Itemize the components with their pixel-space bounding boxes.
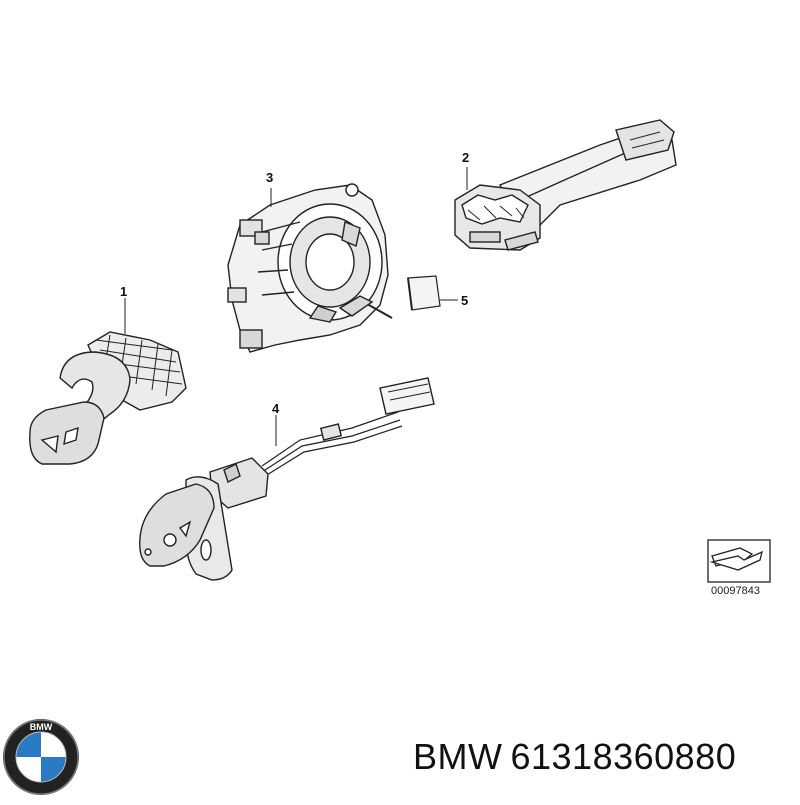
- caption-brand: BMW: [413, 736, 503, 777]
- reference-code: 00097843: [711, 585, 760, 597]
- callout-5: 5: [461, 293, 468, 308]
- wiper-switch-part: [454, 119, 677, 251]
- logo-lettering: BMW: [30, 722, 53, 732]
- clock-spring-part: [227, 183, 393, 353]
- callout-1: 1: [120, 284, 127, 299]
- callout-2: 2: [462, 150, 469, 165]
- reference-arrow-icon: [707, 539, 771, 583]
- callout-4: 4: [272, 401, 280, 416]
- callout-3: 3: [266, 170, 273, 185]
- caption-part-number: 61318360880: [510, 736, 737, 777]
- small-cover-part: [407, 275, 441, 311]
- bmw-logo: BMW: [3, 719, 79, 795]
- cruise-control-switch-part: [139, 377, 435, 581]
- turn-signal-switch-part: [29, 331, 187, 465]
